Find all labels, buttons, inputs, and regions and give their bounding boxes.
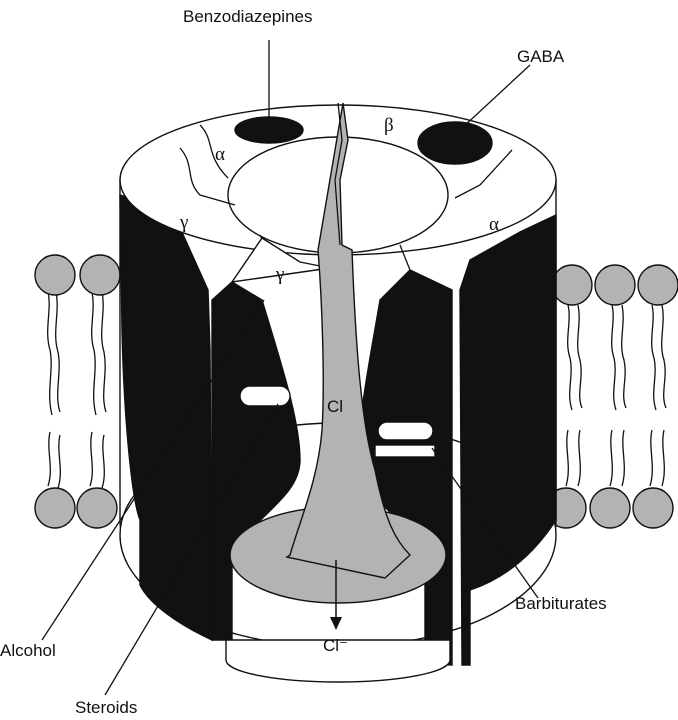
lipid-head: [80, 255, 120, 295]
lipid-head: [77, 488, 117, 528]
lipid-head: [35, 255, 75, 295]
steroid-site: [240, 386, 290, 406]
lipid-head: [35, 488, 75, 528]
lipid-head: [638, 265, 678, 305]
label-steroids: Steroids: [75, 698, 137, 717]
label-cl-ion: Cl⁻: [323, 636, 348, 655]
label-gaba: GABA: [517, 47, 565, 66]
lipid-head: [552, 265, 592, 305]
subunit-beta: β: [384, 115, 394, 136]
right-membrane: [546, 265, 678, 528]
label-alcohol: Alcohol: [0, 641, 56, 660]
left-membrane: [35, 255, 120, 528]
label-barbiturates: Barbiturates: [515, 594, 607, 613]
gaba-site: [418, 122, 492, 164]
label-cl-channel: Cl: [327, 397, 343, 416]
benzodiazepine-site: [235, 117, 303, 143]
barbiturate-site-lower: [375, 445, 435, 457]
subunit-gamma-inner: γ: [275, 264, 284, 285]
subunit-alpha-right: α: [489, 214, 499, 235]
label-benzodiazepines: Benzodiazepines: [183, 7, 312, 26]
lipid-head: [590, 488, 630, 528]
subunit-gamma-outer: γ: [179, 212, 188, 233]
subunit-alpha-left: α: [215, 144, 225, 165]
barbiturate-site-upper: [378, 422, 433, 440]
lipid-head: [633, 488, 673, 528]
lipid-head: [595, 265, 635, 305]
